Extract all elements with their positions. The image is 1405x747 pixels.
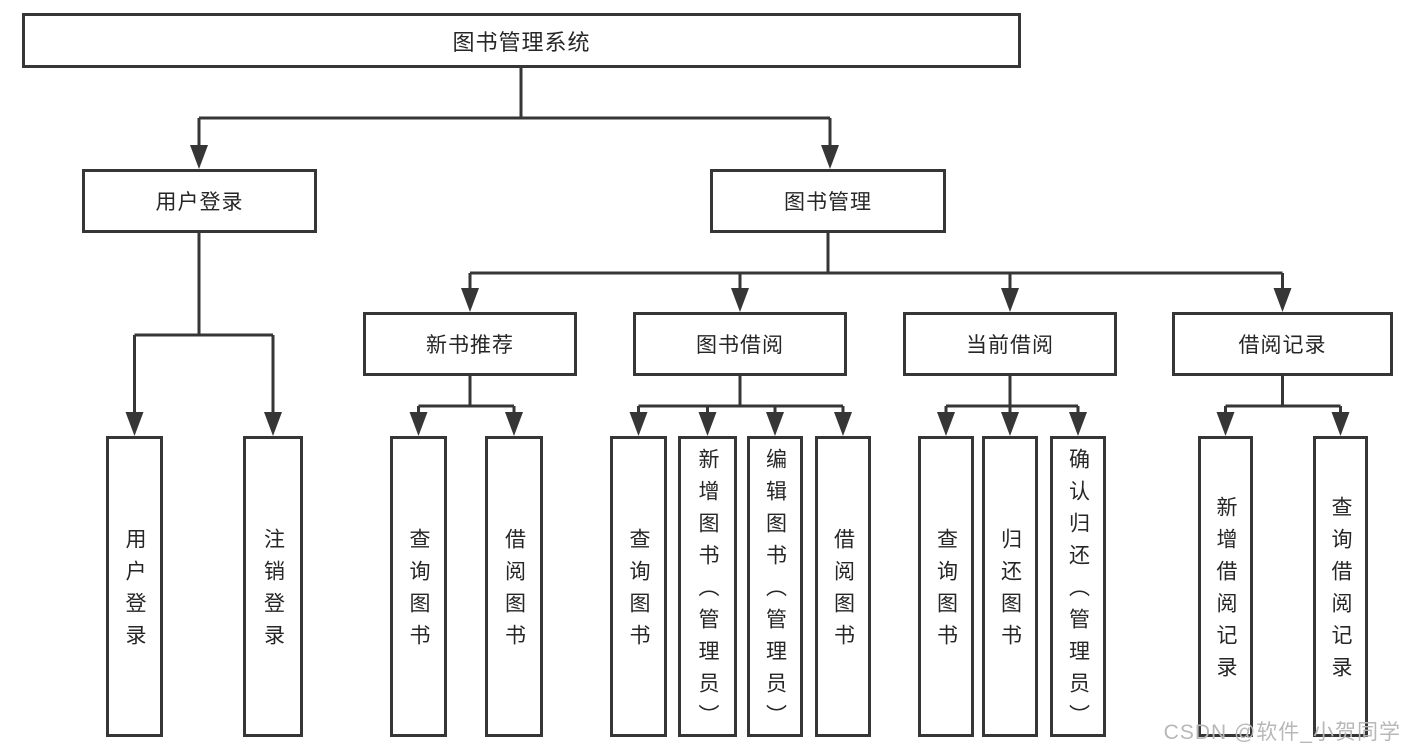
leaf-edit-books-admin: 编辑图书（管理员）	[747, 436, 803, 737]
leaf-add-books-admin: 新增图书（管理员）	[678, 436, 737, 737]
leaf-query-books-1: 查询图书	[390, 436, 447, 737]
node-book-management-branch: 图书管理	[710, 169, 946, 233]
node-book-borrow: 图书借阅	[633, 312, 847, 376]
leaf-query-borrow-record: 查询借阅记录	[1313, 436, 1368, 737]
node-root-system: 图书管理系统	[22, 13, 1021, 68]
leaf-borrow-books-1: 借阅图书	[485, 436, 543, 737]
leaf-logout: 注销登录	[243, 436, 303, 737]
csdn-watermark: CSDN @软件_小贺同学	[1163, 721, 1401, 744]
node-user-login-branch: 用户登录	[82, 169, 317, 233]
leaf-add-borrow-record: 新增借阅记录	[1198, 436, 1253, 737]
node-current-borrow: 当前借阅	[903, 312, 1117, 376]
leaf-borrow-books-2: 借阅图书	[815, 436, 871, 737]
node-new-book-recommend: 新书推荐	[363, 312, 577, 376]
leaf-return-books: 归还图书	[982, 436, 1038, 737]
arrowheads	[125, 145, 1350, 436]
leaf-query-books-3: 查询图书	[918, 436, 974, 737]
leaf-user-login: 用户登录	[106, 436, 163, 737]
node-borrow-records: 借阅记录	[1172, 312, 1393, 376]
leaf-confirm-return-admin: 确认归还（管理员）	[1050, 436, 1106, 737]
leaf-query-books-2: 查询图书	[610, 436, 667, 737]
